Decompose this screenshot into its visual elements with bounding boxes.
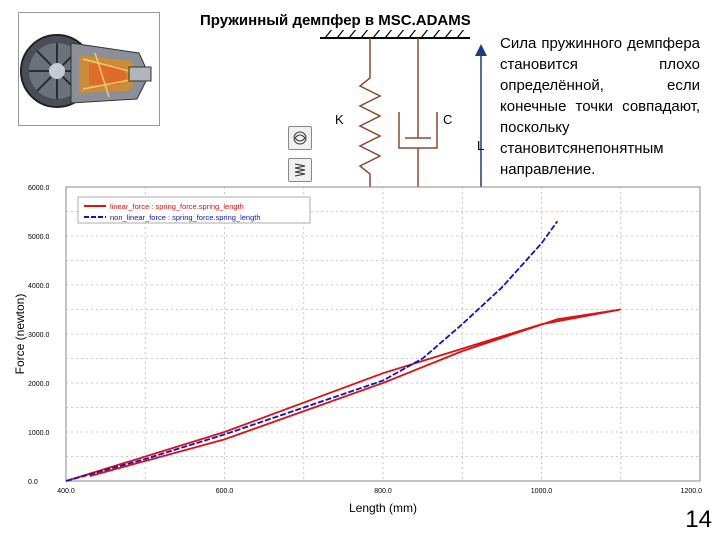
y-tick-label: 1000.0 — [28, 430, 50, 437]
x-tick-label: 400.0 — [57, 488, 75, 495]
spring-symbol — [358, 38, 382, 225]
jet-engine-illustration — [20, 34, 152, 108]
x-tick-label: 800.0 — [374, 488, 392, 495]
spring-label: K — [335, 112, 344, 127]
slide-title: Пружинный демпфер в MSC.ADAMS — [200, 12, 471, 29]
adams-tool-icons — [288, 126, 312, 186]
force-length-chart: 400.0 600.0 800.0 1000.0 1200.0 0.0 1000.0 2000… — [13, 185, 703, 515]
spring-tool-icon[interactable] — [288, 158, 312, 182]
page-number: 14 — [685, 506, 712, 533]
y-axis-label: Force (newton) — [13, 294, 27, 375]
length-label: L — [477, 138, 484, 153]
legend-box — [77, 196, 311, 224]
ground-hatching — [320, 30, 470, 39]
y-tick-label: 5000.0 — [28, 234, 50, 241]
legend-entry: non_linear_force : spring_force.spring_l… — [110, 213, 261, 222]
body-text: Сила пружинного демпфера становится плох… — [500, 35, 700, 178]
y-tick-label: 3000.0 — [28, 332, 50, 339]
y-tick-label: 6000.0 — [28, 185, 50, 192]
legend-entry: linear_force : spring_force.spring_lengt… — [110, 202, 244, 211]
x-tick-label: 1000.0 — [531, 488, 553, 495]
series-line-non-linear-force — [65, 220, 559, 482]
jet-engine-image — [18, 12, 160, 126]
x-tick-label: 600.0 — [216, 488, 234, 495]
series-line-linear-force — [65, 308, 621, 482]
y-tick-label: 0.0 — [28, 479, 38, 486]
x-axis-label: Length (mm) — [349, 501, 417, 515]
x-tick-label: 1200.0 — [681, 488, 703, 495]
y-tick-label: 2000.0 — [28, 381, 50, 388]
damper-label: C — [443, 112, 452, 127]
y-tick-label: 4000.0 — [28, 283, 50, 290]
spring-damper-tool-icon[interactable] — [288, 126, 312, 150]
